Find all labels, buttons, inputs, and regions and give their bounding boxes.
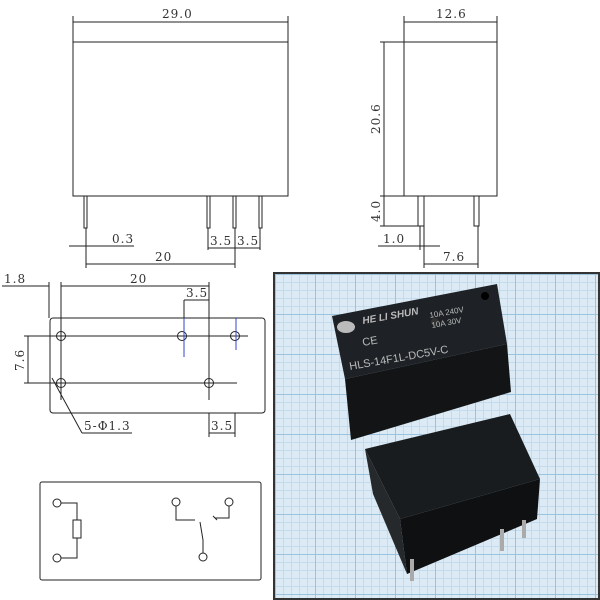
front-view: 29.0 0.3 20 3.5 3.5 — [69, 7, 289, 268]
dim-edge-offset: 1.8 — [4, 272, 26, 286]
dim-height: 20.6 — [369, 103, 383, 134]
relay-bottom — [365, 414, 540, 581]
relay-body-front — [72, 41, 289, 197]
side-view: 12.6 20.6 4.0 1.0 7.6 — [369, 7, 498, 268]
dim-pitch-b: 3.5 — [237, 234, 259, 248]
dim-pin-width: 0.3 — [112, 232, 134, 246]
dim-pitch-top: 3.5 — [186, 286, 208, 300]
wiring-schematic — [39, 481, 262, 581]
dim-row-spacing: 7.6 — [13, 349, 27, 371]
coil-symbol — [52, 498, 82, 563]
dim-pin-span: 20 — [155, 250, 172, 264]
dim-side-pin-span: 7.6 — [443, 250, 465, 264]
relay-top: HE LI SHUN 10A 240V 10A 30V CE HLS-14F1L… — [332, 284, 511, 440]
dim-holes: 5-Φ1.3 — [84, 419, 131, 433]
relay-photo-image: HE LI SHUN 10A 240V 10A 30V CE HLS-14F1L… — [332, 284, 540, 581]
switch-symbol — [171, 497, 234, 562]
dim-width: 29.0 — [162, 7, 193, 21]
dim-bottom-pin-span: 20 — [130, 272, 147, 286]
dim-pin-length: 4.0 — [369, 200, 383, 222]
cert-mark: CE — [361, 334, 378, 348]
relay-photo: HE LI SHUN 10A 240V 10A 30V CE HLS-14F1L… — [273, 272, 600, 600]
dim-pitch-bottom: 3.5 — [211, 419, 233, 433]
dim-pitch-a: 3.5 — [210, 234, 232, 248]
dim-side-width: 12.6 — [436, 7, 467, 21]
dim-pin-offset: 1.0 — [383, 232, 405, 246]
bottom-view: 1.8 20 3.5 7.6 5-Φ1.3 3.5 — [2, 272, 266, 437]
